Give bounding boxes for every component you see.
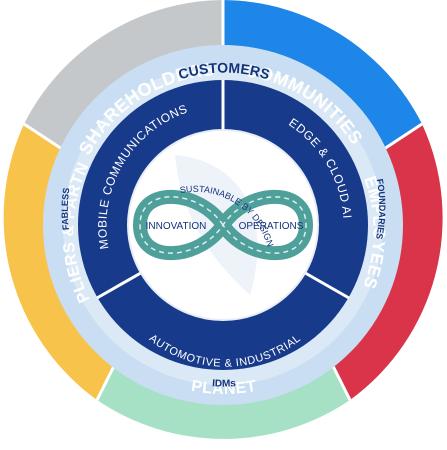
customers-label: CUSTOMERS — [176, 59, 271, 82]
market-dividers — [96, 80, 350, 300]
operations-label: OPERATIONS — [239, 221, 304, 232]
planet-label: PLANET — [190, 378, 258, 398]
communities-segment — [223, 0, 422, 149]
infinity-loop-dash — [139, 196, 307, 254]
shareholders-segment — [24, 0, 223, 149]
idms-label: IDMs — [212, 378, 237, 390]
fabless-label: FABLESS — [60, 187, 72, 230]
innovation-label: INNOVATION — [146, 221, 207, 232]
foundaries-label: FOUNDARIES — [374, 178, 387, 240]
